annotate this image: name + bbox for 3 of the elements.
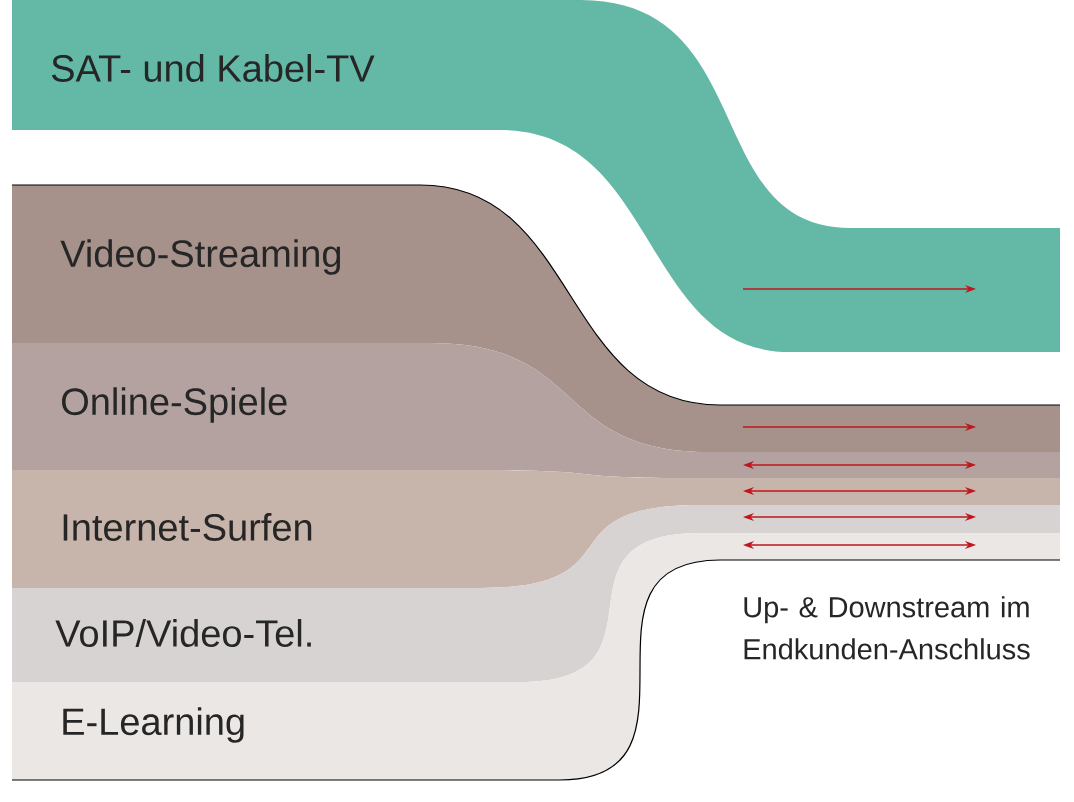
flow-band: Internet-Surfen xyxy=(12,470,1060,588)
note-text: Up- & Downstream im Endkunden-Anschluss xyxy=(744,596,1030,660)
flow-band: Online-Spiele xyxy=(12,343,1060,478)
